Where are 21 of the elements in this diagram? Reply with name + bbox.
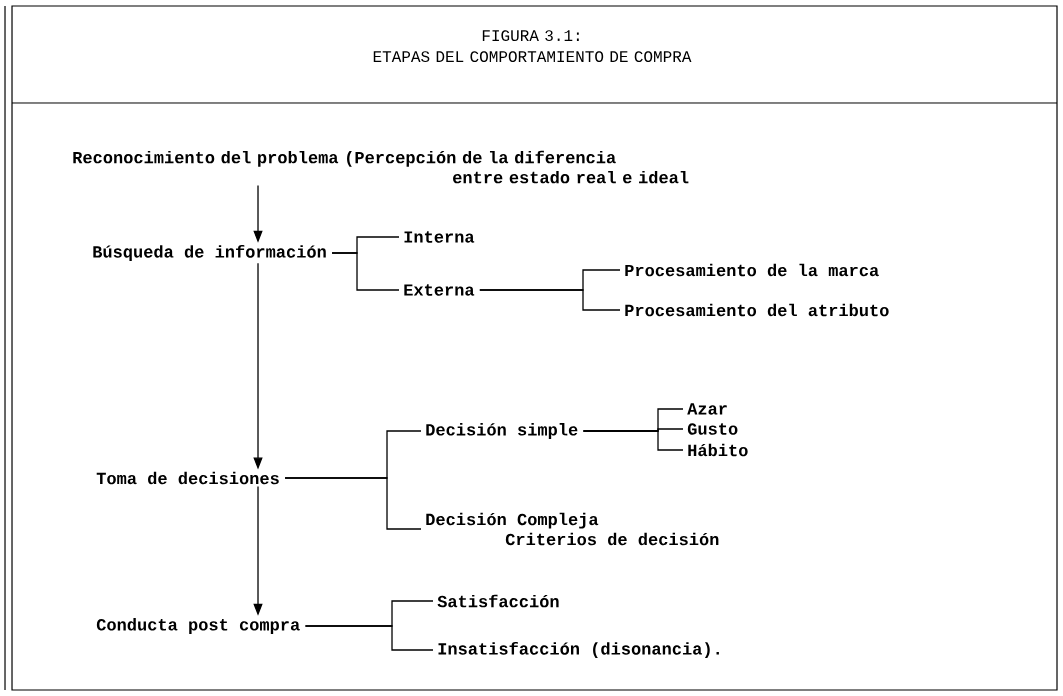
option-label: Hábito — [688, 443, 748, 457]
bracket-line — [284, 477, 422, 530]
option-label: Azar — [687, 403, 727, 415]
option-label: Procesamiento de la marca — [625, 263, 879, 277]
figure-title: FIGURA 3.1: ETAPAS DEL COMPORTAMIENTO DE COMPRA — [373, 30, 692, 63]
stage-label: Búsqueda de información — [93, 244, 326, 262]
option-label: Decisión simple — [426, 423, 578, 439]
bracket-line — [479, 289, 621, 311]
bracket-line — [331, 252, 400, 291]
bracket-line — [304, 625, 434, 651]
option-label: Externa — [404, 284, 475, 296]
stage-label: Reconocimiento del problema (Percepción de la diferencia entre estado real e ideal — [73, 150, 689, 184]
stage-label: Conducta post compra — [96, 618, 300, 634]
option-label: Interna — [404, 231, 475, 243]
option-label: Insatisfacción (disonancia). — [438, 641, 719, 659]
option-label: Gusto — [687, 423, 738, 435]
option-label: Satisfacción — [437, 594, 559, 608]
option-label: Decisión Compleja Criterios de decisión — [426, 512, 719, 546]
stage-label: Toma de decisiones — [96, 471, 279, 485]
option-label: Procesamiento del atributo — [625, 303, 889, 317]
bracket-line — [582, 430, 684, 451]
